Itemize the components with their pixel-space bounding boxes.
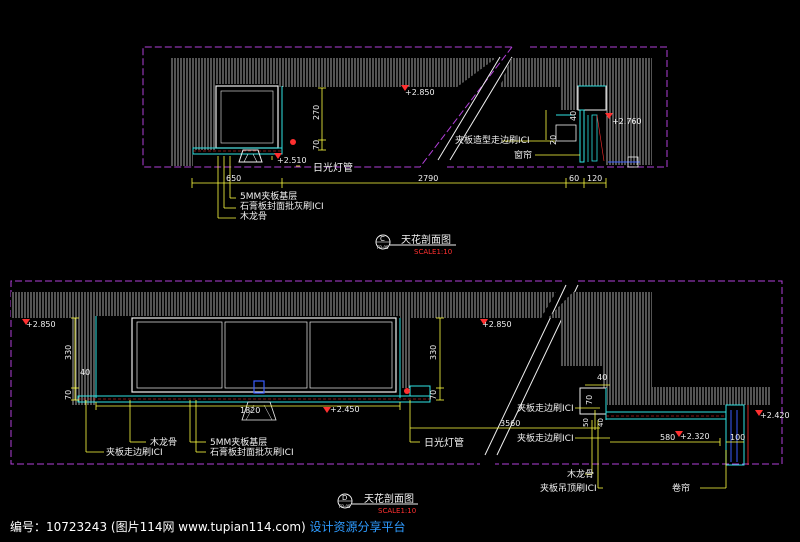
section-c-light-box: [215, 85, 279, 149]
section-d-dim-330-left: 330: [64, 345, 73, 360]
section-d-right-note-4: 夹板吊顶刷ICI: [540, 482, 597, 494]
section-c-dim-60: 60: [569, 174, 579, 183]
section-d-ceiling-slab: [11, 292, 556, 405]
section-c-scale: SCALE1:10: [414, 248, 452, 256]
section-d-scale: SCALE1:10: [378, 507, 416, 515]
section-c-dim-70: 70: [312, 140, 321, 150]
section-d-dim-100: 100: [730, 433, 745, 442]
section-d-mid-note-1: 5MM夹板基层: [210, 436, 267, 448]
section-d-drawing: +2.850 +2.850 +2.450 +2.320 +2.420 330 3…: [10, 280, 790, 515]
section-c-note-2: 石膏板封面批灰刷ICI: [240, 200, 324, 212]
section-c-dim-2790: 2790: [418, 174, 438, 183]
section-d-dim-580: 580: [660, 433, 675, 442]
section-c-marker-sheet: FB-05: [377, 245, 389, 250]
section-c-elev-top: +2.850: [405, 88, 435, 97]
footer-link[interactable]: 设计资源分享平台: [309, 520, 406, 534]
section-c-dim-270: 270: [312, 105, 321, 120]
section-c-callout-1: 夹板造型走边刷ICI: [455, 134, 530, 146]
section-c-note-1: 5MM夹板基层: [240, 190, 297, 202]
section-d-dim-70-mid: 70: [429, 390, 438, 400]
section-d-dim-3560: 3560: [500, 419, 520, 428]
section-d-marker-sheet: FB-05: [339, 504, 351, 509]
section-d-boundary: [10, 280, 562, 465]
section-c-boundary-right: [445, 46, 668, 168]
section-d-dim-40b-right: 40: [597, 418, 605, 427]
section-c-drawing: +2.850 +2.760 +2.510 日光灯管 270 70 40 20 夹…: [142, 46, 668, 256]
section-c-boundary: [142, 46, 513, 168]
section-c-dim-40: 40: [569, 111, 578, 121]
section-d-right-note-3: 木龙骨: [567, 468, 594, 480]
section-d-dim-70-left: 70: [64, 390, 73, 400]
watermark-footer: 编号：10723243 (图片114网 www.tupian114.com) 设…: [10, 519, 406, 535]
section-c-callout-2: 窗帘: [514, 149, 532, 161]
footer-text: 编号：10723243 (图片114网 www.tupian114.com): [10, 520, 306, 534]
section-d-elev-right-low: +2.320: [680, 432, 710, 441]
section-d-elev-left: +2.850: [26, 320, 56, 329]
section-c-marker-letter: C: [380, 235, 385, 243]
section-d-boundary-right: [495, 280, 783, 465]
section-d-dim-1820: 1820: [240, 406, 260, 415]
section-d-dim-50-right: 50: [582, 418, 590, 427]
section-d-mid-note-2: 石膏板封面批灰刷ICI: [210, 446, 294, 458]
section-c-elev-lamp: +2.510: [277, 156, 307, 165]
section-d-title: 天花剖面图: [364, 492, 414, 505]
section-d-elev-right-end: +2.420: [760, 411, 790, 420]
section-c-dim-120: 120: [587, 174, 602, 183]
section-d-left-note-1: 木龙骨: [150, 436, 177, 448]
section-c-dim-650: 650: [226, 174, 241, 183]
section-d-right-note-2: 夹板走边刷ICI: [517, 432, 574, 444]
section-c-lamp-label: 日光灯管: [313, 161, 353, 174]
section-d-left-note-2: 夹板走边刷ICI: [106, 446, 163, 458]
section-c-window-box: [577, 85, 607, 111]
section-d-dim-330-mid: 330: [429, 345, 438, 360]
section-d-ceiling-slab-right: [548, 292, 770, 405]
section-d-dim-40-right: 40: [597, 373, 607, 382]
section-c-note-3: 木龙骨: [240, 210, 267, 222]
section-c-ceiling-slab-right: [500, 58, 652, 165]
section-d-dim-40-left: 40: [80, 368, 90, 377]
section-d-right-note-1: 夹板走边刷ICI: [517, 402, 574, 414]
section-d-curtain-label: 卷帘: [672, 482, 690, 494]
section-c-ceiling-slab: [171, 58, 496, 150]
section-d-lamp-label: 日光灯管: [424, 436, 464, 449]
section-d-elev-lamp: +2.450: [330, 405, 360, 414]
section-d-dim-70-right: 70: [585, 395, 594, 405]
section-c-dim-20: 20: [549, 135, 558, 145]
section-c-elev-right: +2.760: [612, 117, 642, 126]
section-d-marker-letter: D: [342, 494, 347, 502]
section-c-title: 天花剖面图: [401, 233, 451, 246]
section-d-elev-mid: +2.850: [482, 320, 512, 329]
